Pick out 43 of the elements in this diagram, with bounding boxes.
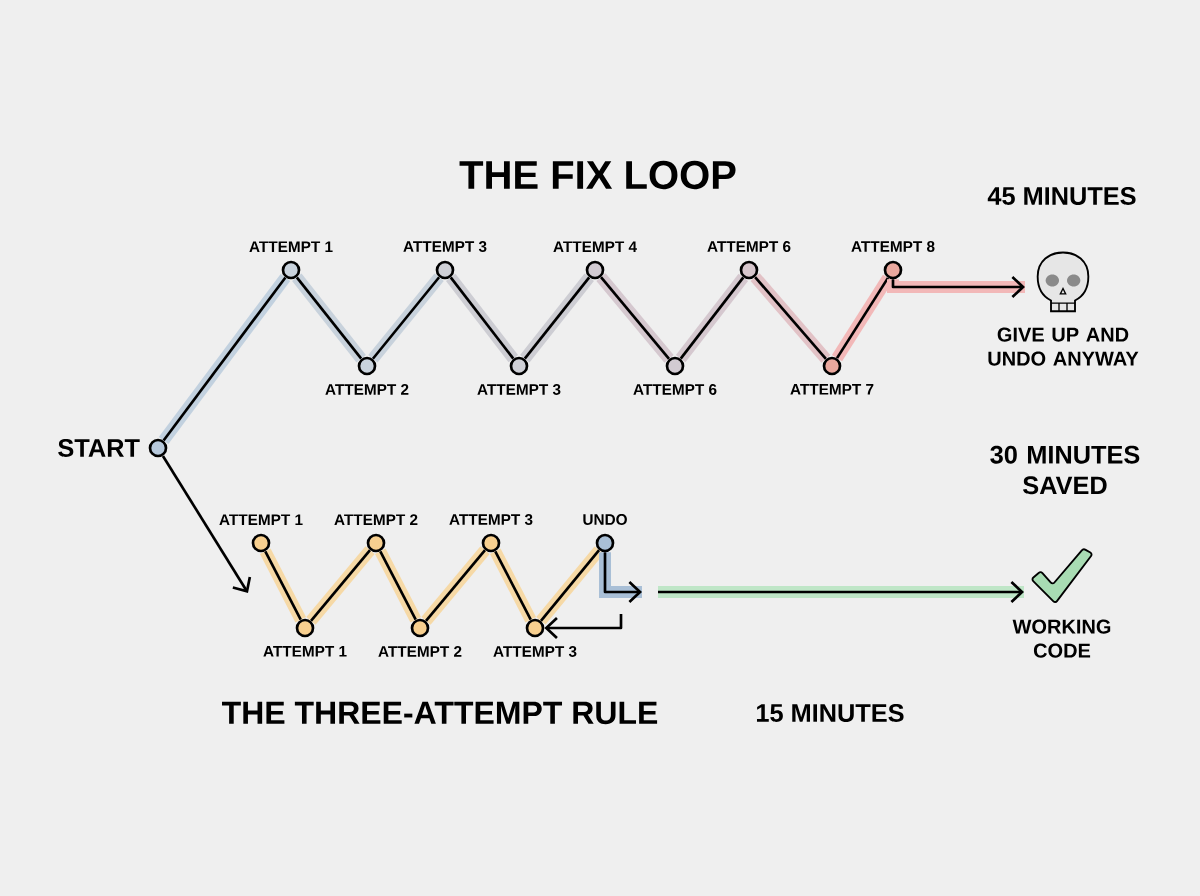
node-label: ATTEMPT 6 (707, 241, 791, 252)
node-label: START (58, 439, 140, 457)
connector-line (445, 273, 519, 363)
arrow (887, 276, 1025, 298)
node-label: ATTEMPT 2 (378, 646, 462, 657)
connector-line (675, 273, 749, 363)
node-label: UNDO (583, 514, 627, 525)
node-label: ATTEMPT 4 (553, 241, 637, 252)
node-label: ATTEMPT 1 (219, 514, 303, 525)
node-label: ATTEMPT 1 (263, 646, 347, 657)
connector-line (292, 273, 366, 363)
connector-line (259, 548, 307, 623)
node-label: ATTEMPT 6 (633, 384, 717, 395)
connector-line (368, 273, 444, 363)
arrow (544, 614, 623, 639)
end-label: GIVE UP AND UNDO ANYWAY (988, 327, 1139, 366)
connector-line (536, 546, 604, 625)
time-label: 30 MINUTES SAVED (990, 445, 1140, 495)
node-label: ATTEMPT 1 (249, 241, 333, 252)
node-label: ATTEMPT 2 (325, 384, 409, 395)
connector-line (596, 273, 674, 363)
arrow (658, 581, 1024, 603)
connector-line (158, 273, 291, 445)
node-label: ATTEMPT 2 (334, 514, 418, 525)
connector-line (489, 548, 537, 623)
node-label: ATTEMPT 3 (403, 241, 487, 252)
connector-line (421, 546, 490, 625)
node-label: ATTEMPT 3 (449, 514, 533, 525)
time-label: 45 MINUTES (987, 187, 1136, 205)
node-label: ATTEMPT 8 (851, 241, 935, 252)
connector-line (520, 273, 594, 363)
section-heading: THE THREE-ATTEMPT RULE (222, 701, 658, 725)
arrow (161, 455, 252, 593)
arrow (599, 552, 642, 603)
node-label: ATTEMPT 7 (790, 384, 874, 395)
time-label: 15 MINUTES (757, 704, 904, 722)
connector-line (750, 273, 831, 363)
end-label: WORKING CODE (1012, 619, 1111, 658)
title: THE FIX LOOP (459, 160, 736, 190)
node-label: ATTEMPT 3 (493, 646, 577, 657)
connector-line (374, 548, 422, 623)
connector-line (306, 546, 375, 625)
node-label: ATTEMPT 3 (477, 384, 561, 395)
